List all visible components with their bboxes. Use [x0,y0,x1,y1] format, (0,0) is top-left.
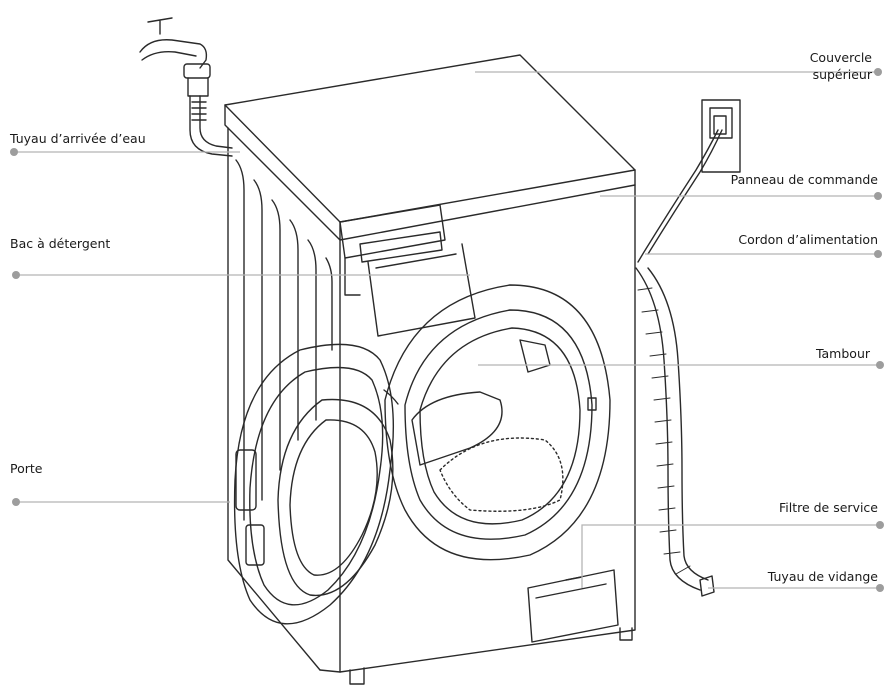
callout-dot-water-inlet-hose [10,148,18,156]
door [233,343,399,625]
label-power-cord: Cordon d’alimentation [738,232,878,247]
label-detergent-drawer: Bac à détergent [10,236,111,251]
label-top-cover-line2: supérieur [812,67,872,82]
callout-line-service-filter [581,524,880,588]
label-top-cover: Couvercle supérieur [810,49,872,83]
callout-dot-drain-hose [876,584,884,592]
callout-dot-top-cover [874,68,882,76]
label-door: Porte [10,461,43,476]
drain-hose [635,267,715,597]
detergent-drawer [339,204,476,337]
callout-dot-detergent-drawer [12,271,20,279]
wall-socket-icon [701,99,741,173]
label-control-panel: Panneau de commande [730,172,878,187]
callout-dot-control-panel [874,192,882,200]
callout-dot-door [12,498,20,506]
label-service-filter: Filtre de service [778,500,878,515]
callout-dot-service-filter [876,521,884,529]
water-tap-icon [139,17,233,157]
callout-dot-drum [876,361,884,369]
service-filter-panel [527,569,619,643]
drum-opening [384,284,611,561]
callout-dot-power-cord [874,250,882,258]
label-water-inlet-hose: Tuyau d’arrivée d’eau [10,131,146,146]
label-drum: Tambour [815,346,870,361]
label-drain-hose: Tuyau de vidange [767,569,878,584]
power-cord [637,129,723,263]
label-top-cover-line1: Couvercle [809,50,872,65]
washing-machine-body [224,54,636,685]
